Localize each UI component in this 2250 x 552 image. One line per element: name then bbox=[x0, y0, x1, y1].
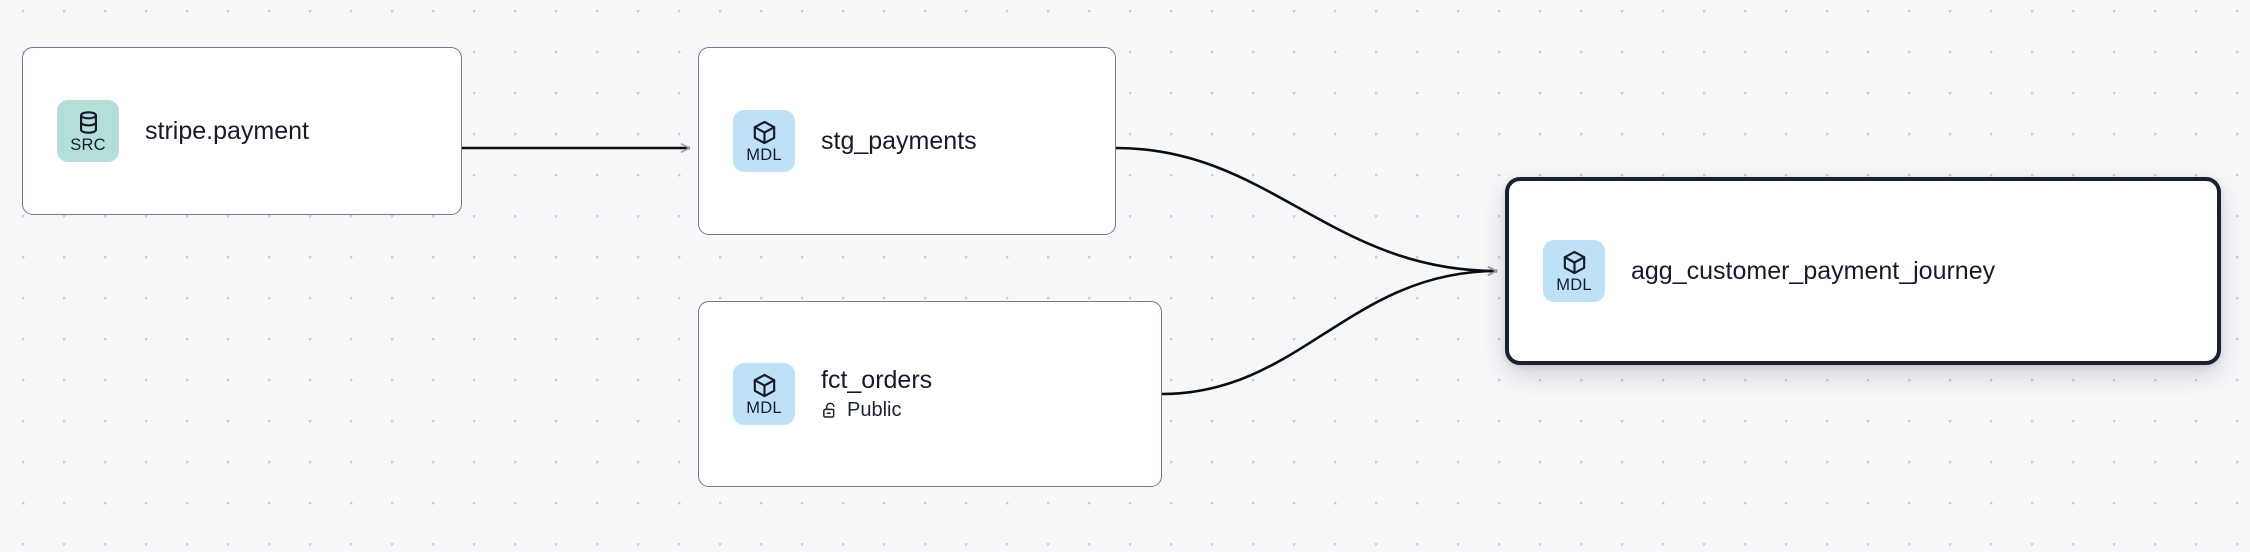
node-title: stripe.payment bbox=[145, 116, 309, 145]
node-title: stg_payments bbox=[821, 126, 977, 155]
node-visibility-label: Public bbox=[847, 399, 902, 421]
node-visibility: Public bbox=[821, 400, 932, 420]
node-badge-mdl: MDL bbox=[1543, 240, 1605, 302]
node-badge-label: SRC bbox=[70, 135, 106, 154]
node-body: stg_payments bbox=[821, 126, 977, 155]
edge-fct-orders-to-agg[interactable] bbox=[1161, 266, 1498, 396]
node-badge-label: MDL bbox=[746, 398, 782, 417]
cube-icon bbox=[751, 372, 778, 399]
database-icon bbox=[75, 109, 102, 136]
node-stg-payments[interactable]: MDL stg_payments bbox=[698, 47, 1116, 235]
node-stripe-payment[interactable]: SRC stripe.payment bbox=[22, 47, 462, 215]
node-body: stripe.payment bbox=[145, 116, 309, 145]
node-body: agg_customer_payment_journey bbox=[1631, 256, 1996, 285]
node-badge-label: MDL bbox=[746, 145, 782, 164]
node-badge-label: MDL bbox=[1556, 275, 1592, 294]
node-body: fct_orders Public bbox=[821, 366, 933, 421]
node-badge-src: SRC bbox=[57, 100, 119, 162]
edge-stg-payments-to-agg[interactable] bbox=[1115, 146, 1498, 276]
node-title: agg_customer_payment_journey bbox=[1631, 256, 1996, 285]
node-fct-orders[interactable]: MDL fct_orders Public bbox=[698, 301, 1162, 487]
node-badge-mdl: MDL bbox=[733, 363, 795, 425]
unlock-icon bbox=[821, 401, 840, 420]
node-agg-customer-payment-journey[interactable]: MDL agg_customer_payment_journey bbox=[1505, 177, 2221, 365]
cube-icon bbox=[751, 119, 778, 146]
node-title: fct_orders bbox=[821, 366, 933, 394]
node-badge-mdl: MDL bbox=[733, 110, 795, 172]
cube-icon bbox=[1561, 249, 1588, 276]
